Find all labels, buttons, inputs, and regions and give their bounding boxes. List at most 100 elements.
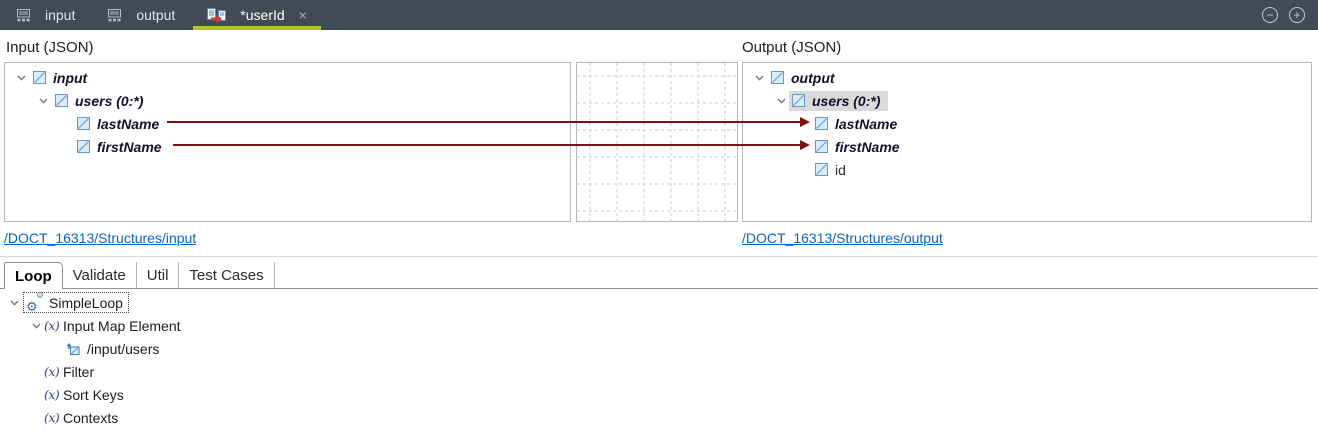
node-label: Sort Keys	[63, 386, 124, 403]
element-icon	[33, 71, 46, 84]
element-icon	[55, 94, 68, 107]
fx-icon: (x)	[44, 410, 60, 425]
mapping-arrowhead-lastname	[800, 117, 810, 127]
element-icon	[77, 140, 90, 153]
node-label: id	[835, 161, 846, 178]
output-title-suffix: )	[836, 39, 842, 56]
node-label: Filter	[63, 363, 95, 380]
output-title-text: Output (	[742, 39, 797, 56]
editor-tab-bar: input output *userId × − +	[0, 0, 1318, 30]
loop-gears-icon: ⚙ ⚙	[26, 291, 44, 315]
mapping-grid-panel	[576, 62, 738, 222]
structure-icon	[17, 9, 30, 22]
tab-input[interactable]: input	[0, 0, 91, 30]
output-structure-path: /DOCT_16313/Structures/output	[742, 230, 943, 246]
node-label: users (0:*)	[75, 92, 144, 109]
structure-icon	[108, 9, 122, 22]
input-title-text: Input (	[6, 39, 49, 56]
input-tree-panel: input users (0:*) lastName firstName	[4, 62, 571, 222]
tab-loop[interactable]: Loop	[4, 262, 63, 289]
tab-test-cases[interactable]: Test Cases	[179, 262, 275, 288]
tab-output-label: output	[136, 7, 176, 23]
fx-icon: (x)	[44, 364, 60, 379]
tab-loop-label: Loop	[15, 267, 52, 285]
focused-node[interactable]: ⚙ ⚙ SimpleLoop	[23, 291, 129, 315]
node-label: lastName	[97, 115, 160, 132]
tree-row-input-users-ref[interactable]: /input/users	[0, 337, 1318, 360]
selected-node-highlight[interactable]: users (0:*)	[789, 90, 889, 111]
tab-validate-label: Validate	[72, 266, 126, 284]
chevron-down-icon[interactable]	[13, 75, 29, 81]
element-icon	[792, 94, 805, 107]
expand-all-icon[interactable]: +	[1289, 7, 1305, 23]
node-label: /input/users	[87, 340, 160, 357]
node-label: users (0:*)	[812, 92, 881, 109]
tree-row-input-map-element[interactable]: (x) Input Map Element	[0, 314, 1318, 337]
fx-icon: (x)	[44, 318, 60, 333]
tree-row-simpleloop[interactable]: ⚙ ⚙ SimpleLoop	[0, 291, 1318, 314]
tree-row-firstname[interactable]: firstName	[743, 135, 1311, 158]
tree-row-filter[interactable]: (x) Filter	[0, 360, 1318, 383]
tree-row-contexts[interactable]: (x) Contexts	[0, 406, 1318, 429]
output-panel-title: Output (JSON)	[742, 39, 841, 56]
tab-util[interactable]: Util	[137, 262, 180, 288]
window-controls: − +	[1262, 0, 1318, 30]
node-label: Input Map Element	[63, 317, 181, 334]
node-label: lastName	[835, 115, 898, 132]
tab-validate[interactable]: Validate	[63, 262, 137, 288]
tree-row-output[interactable]: output	[743, 66, 1311, 89]
tree-row-lastname[interactable]: lastName	[5, 112, 570, 135]
output-json-link[interactable]: JSON	[796, 39, 837, 56]
tree-row-firstname[interactable]: firstName	[5, 135, 570, 158]
divider	[0, 256, 1318, 257]
mapping-line-firstname[interactable]	[173, 144, 801, 146]
mapping-icon	[207, 7, 227, 23]
chevron-down-icon[interactable]	[773, 98, 789, 104]
tree-row-lastname[interactable]: lastName	[743, 112, 1311, 135]
node-label: Contexts	[63, 409, 119, 426]
node-label: output	[791, 69, 835, 86]
input-structure-link[interactable]: /DOCT_16313/Structures/input	[4, 230, 197, 246]
dashed-grid	[577, 63, 737, 221]
output-structure-link[interactable]: /DOCT_16313/Structures/output	[742, 230, 943, 246]
mapping-line-lastname[interactable]	[167, 121, 801, 123]
tab-test-cases-label: Test Cases	[189, 266, 264, 284]
input-panel-title: Input (JSON)	[6, 39, 94, 56]
node-label: firstName	[97, 138, 162, 155]
tab-output[interactable]: output	[91, 0, 191, 30]
tree-row-id[interactable]: id	[743, 158, 1311, 181]
close-icon[interactable]: ×	[298, 7, 307, 23]
fx-icon: (x)	[44, 387, 60, 402]
node-label: SimpleLoop	[49, 294, 123, 311]
element-icon	[771, 71, 784, 84]
element-icon	[815, 117, 828, 130]
input-title-suffix: )	[88, 39, 94, 56]
gear-icon: ⚙	[35, 291, 44, 301]
tree-row-sort-keys[interactable]: (x) Sort Keys	[0, 383, 1318, 406]
node-label: input	[53, 69, 88, 86]
tab-userid-label: *userId	[240, 7, 285, 23]
bottom-tab-strip: Loop Validate Util Test Cases	[0, 262, 1318, 289]
element-icon	[815, 163, 828, 176]
tree-row-input[interactable]: input	[5, 66, 570, 89]
tab-input-label: input	[45, 7, 76, 23]
tab-userid[interactable]: *userId ×	[191, 0, 323, 30]
tree-row-users-selected[interactable]: users (0:*)	[743, 89, 1311, 112]
element-icon	[77, 117, 90, 130]
element-reference-icon	[66, 342, 80, 355]
chevron-down-icon[interactable]	[751, 75, 767, 81]
gear-icon: ⚙	[26, 300, 38, 315]
input-structure-path: /DOCT_16313/Structures/input	[4, 230, 196, 246]
chevron-down-icon[interactable]	[35, 98, 51, 104]
collapse-all-icon[interactable]: −	[1262, 7, 1278, 23]
loop-tree: ⚙ ⚙ SimpleLoop (x) Input Map Element /in…	[0, 291, 1318, 429]
node-label: firstName	[835, 138, 900, 155]
tree-row-users[interactable]: users (0:*)	[5, 89, 570, 112]
mapping-arrowhead-firstname	[800, 140, 810, 150]
chevron-down-icon[interactable]	[6, 300, 22, 306]
input-json-link[interactable]: JSON	[48, 39, 89, 56]
tab-util-label: Util	[146, 266, 169, 284]
chevron-down-icon[interactable]	[28, 323, 44, 329]
output-tree-panel: output users (0:*) lastName firstName id	[742, 62, 1312, 222]
element-icon	[815, 140, 828, 153]
